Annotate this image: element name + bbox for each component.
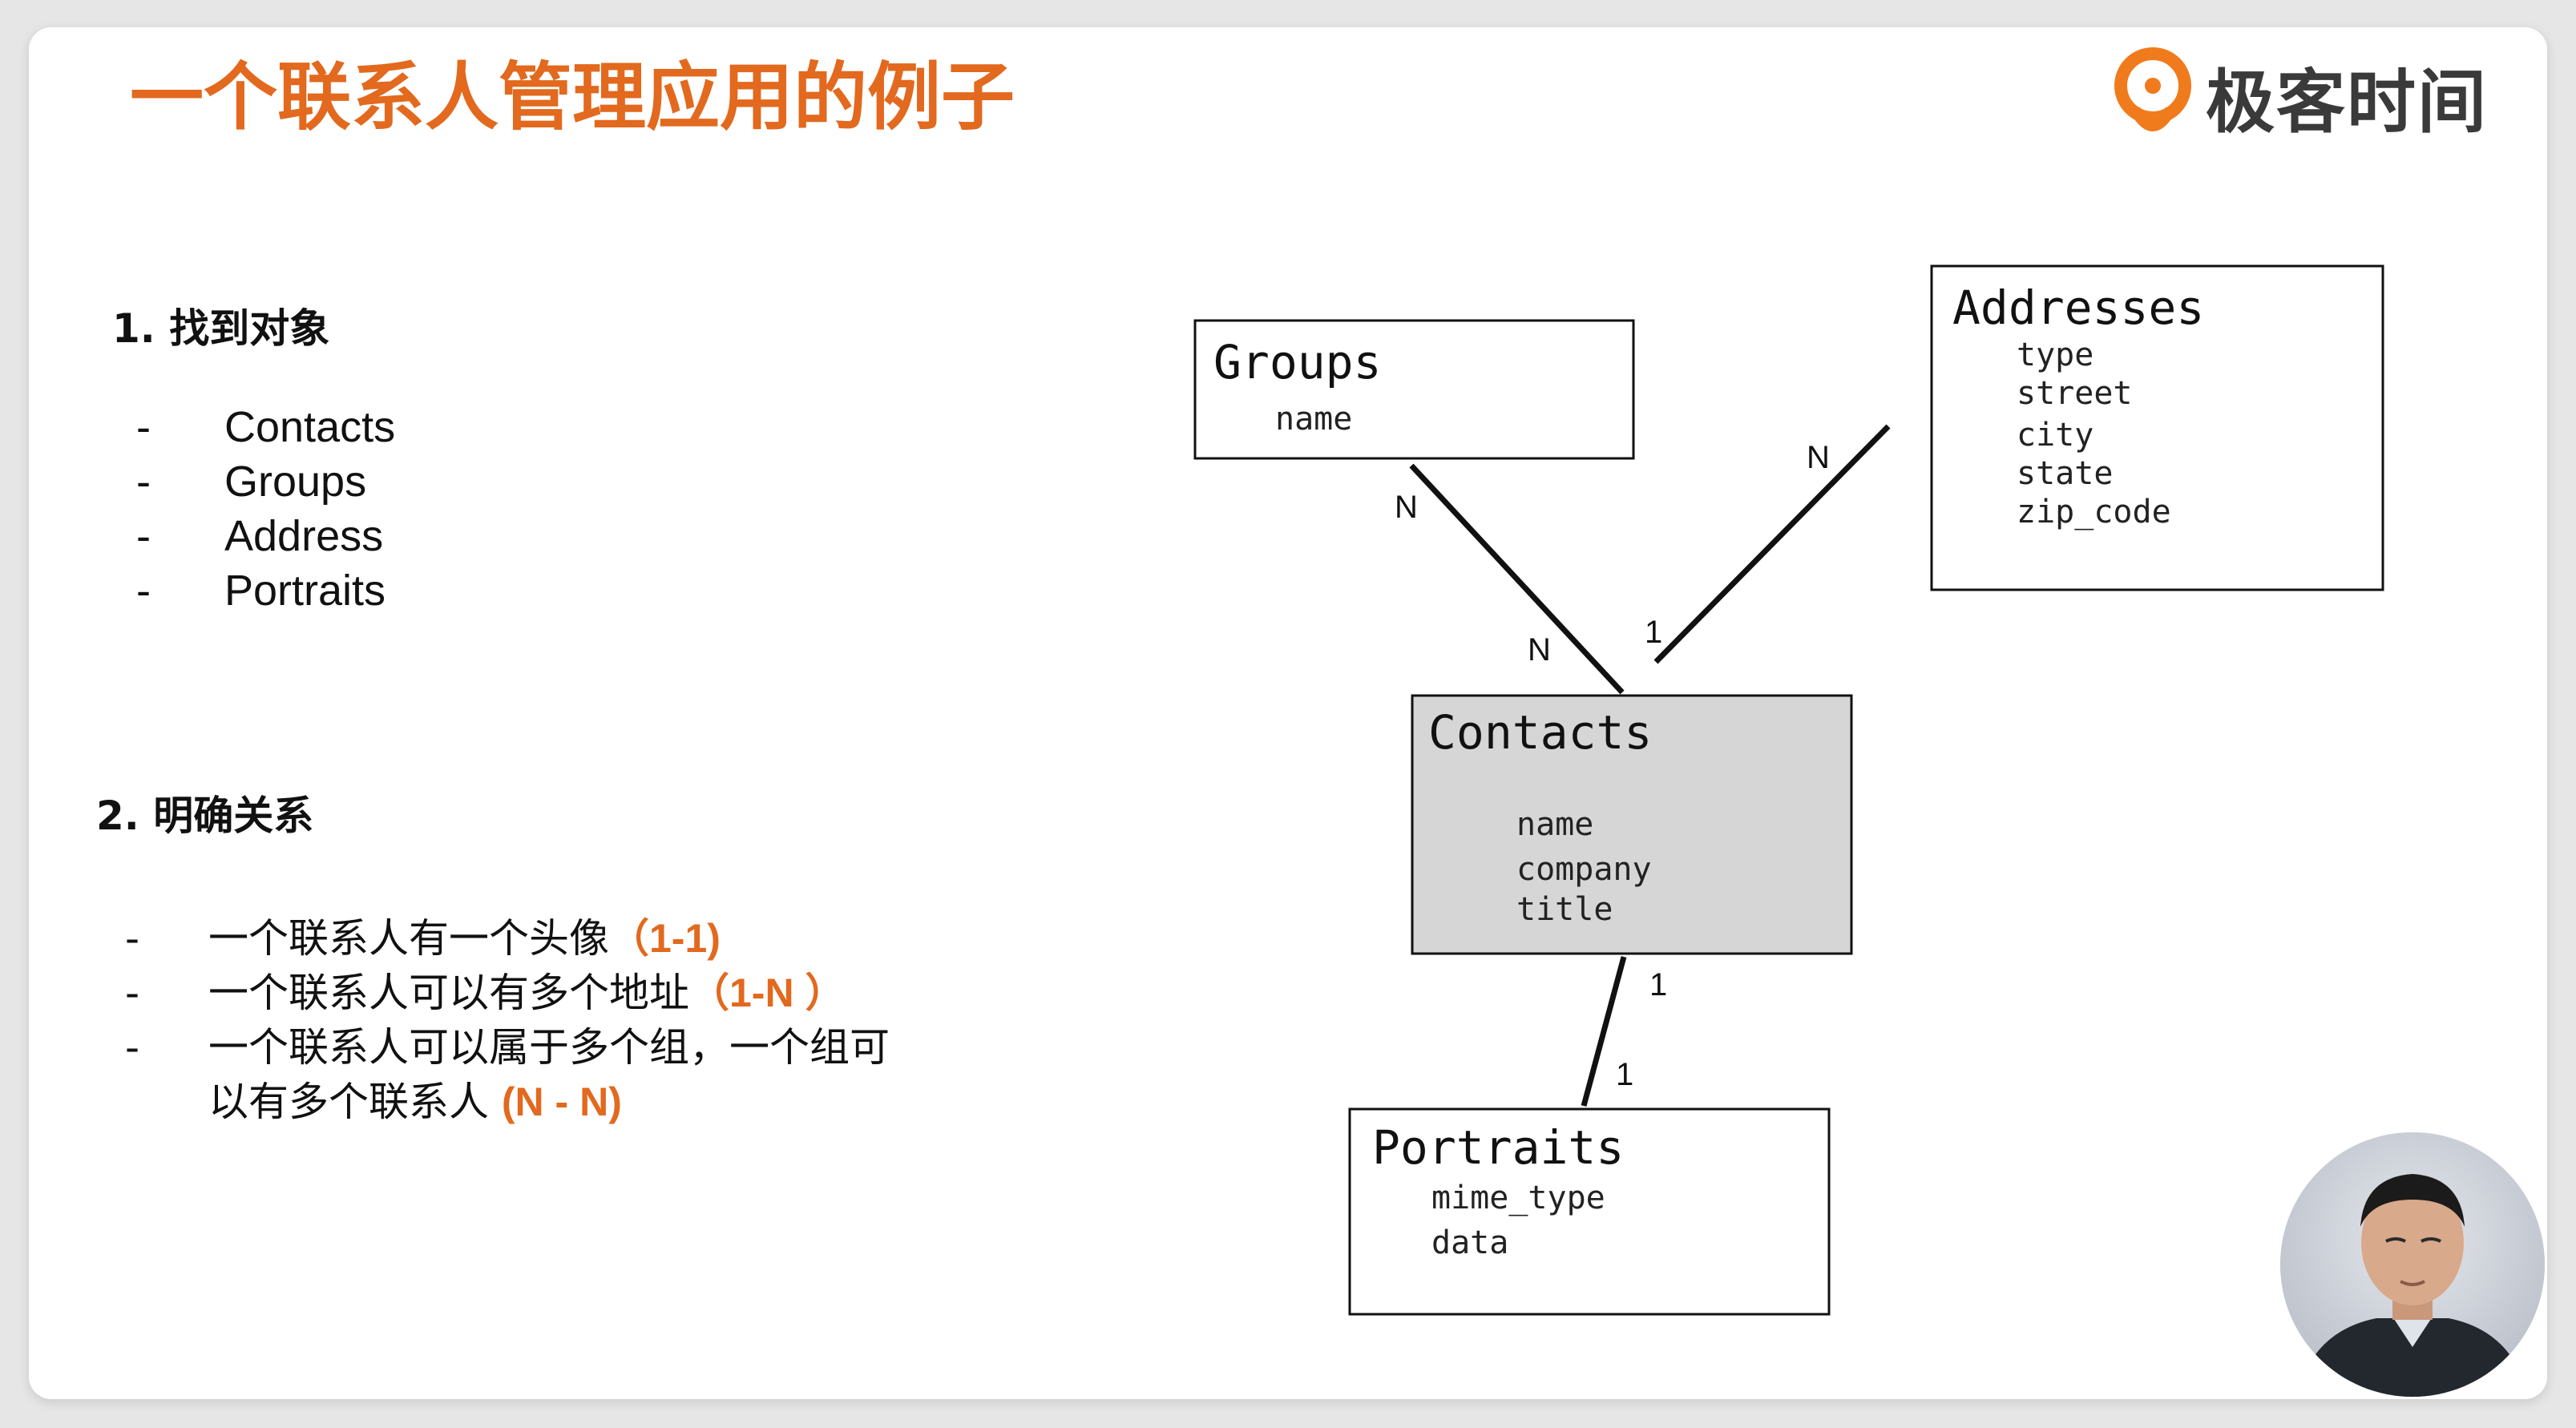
entity-groups: Groups name — [1193, 319, 1635, 460]
presenter-avatar-icon — [2280, 1132, 2545, 1397]
entity-field: title — [1516, 891, 1613, 928]
entity-field: name — [1516, 806, 1593, 843]
relation-note: （1-N ） — [689, 970, 846, 1015]
geektime-logo-icon — [2114, 47, 2191, 131]
brand-logo: 极客时间 — [2111, 43, 2488, 147]
entity-contacts: Contacts name company title — [1411, 694, 1853, 955]
cardinality-label: N — [1807, 440, 1830, 475]
objects-list: -Contacts -Groups -Address -Portraits — [112, 400, 395, 618]
cardinality-label: N — [1528, 632, 1551, 668]
entity-title: Addresses — [1952, 280, 2204, 335]
list-item: -一个联系人有一个头像（1-1) — [125, 915, 721, 962]
entity-title: Contacts — [1428, 705, 1652, 760]
section-heading-objects: 1. 找到对象 — [112, 305, 330, 352]
list-item: -Portraits — [136, 567, 386, 615]
relation-note: (N - N) — [501, 1079, 622, 1124]
presenter-avatar — [2280, 1132, 2545, 1397]
list-item: -Contacts — [136, 403, 396, 451]
entity-field: data — [1431, 1224, 1508, 1261]
section-heading-relations: 2. 明确关系 — [96, 793, 314, 839]
cardinality-label: 1 — [1645, 615, 1662, 650]
entity-title: Groups — [1213, 335, 1382, 389]
relation-note: （1-1) — [609, 916, 721, 961]
entity-field: zip_code — [2017, 494, 2171, 530]
er-diagram: Groups name Addresses type street city s… — [1193, 264, 2384, 1316]
entity-title: Portraits — [1372, 1120, 1624, 1175]
entity-field: city — [2017, 417, 2094, 454]
list-item: -Groups — [136, 458, 367, 506]
entity-field: type — [2017, 337, 2094, 373]
entity-portraits: Portraits mime_type data — [1348, 1107, 1831, 1316]
relation-line-groups-contacts — [1409, 463, 1625, 695]
entity-field: name — [1275, 401, 1352, 438]
relations-list: -一个联系人有一个头像（1-1) -一个联系人可以有多个地址（1-N ） -一个… — [96, 911, 890, 1129]
entity-field: company — [1516, 851, 1652, 888]
entity-field: state — [2017, 455, 2113, 492]
list-item: -一个联系人可以有多个地址（1-N ） — [125, 970, 846, 1016]
slide-title: 一个联系人管理应用的例子 — [130, 54, 1015, 140]
list-item: -Address — [136, 512, 384, 560]
cardinality-label: N — [1395, 490, 1418, 525]
entity-addresses: Addresses type street city state zip_cod… — [1930, 264, 2384, 591]
entity-field: street — [2017, 375, 2133, 412]
brand-logo-text: 极客时间 — [2206, 62, 2488, 143]
relation-line-contacts-portraits — [1581, 956, 1627, 1107]
slide: 一个联系人管理应用的例子 极客时间 1. 找到对象 -Contacts -Gro… — [29, 27, 2547, 1399]
entity-field: mime_type — [1431, 1180, 1605, 1216]
relation-line-addresses-contacts — [1653, 424, 1891, 664]
cardinality-label: 1 — [1616, 1057, 1633, 1092]
list-item: -一个联系人可以属于多个组，一个组可以有多个联系人 (N - N) — [125, 1024, 890, 1125]
cardinality-label: 1 — [1649, 967, 1667, 1002]
